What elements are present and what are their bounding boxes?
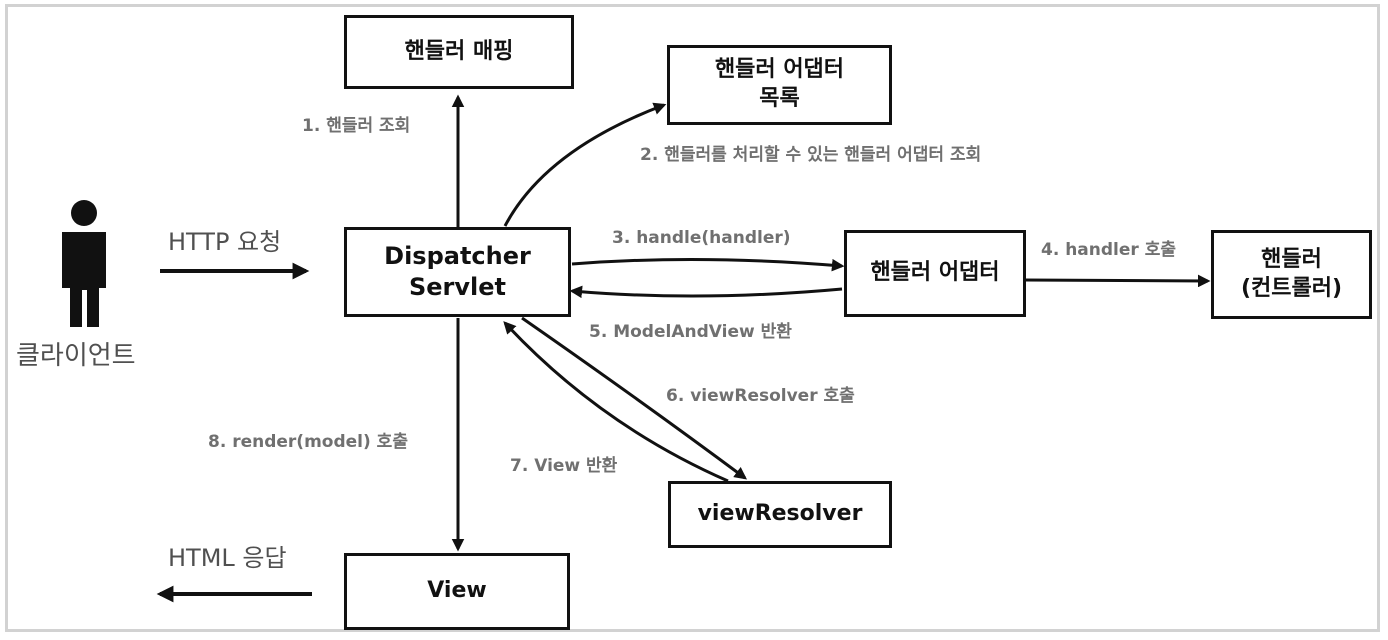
handler-adapter-box: 핸들러 어댑터 [844,230,1026,317]
arrow-step7 [503,321,729,483]
step5-label: 5. ModelAndView 반환 [589,322,792,342]
step2-label: 2. 핸들러를 처리할 수 있는 핸들러 어댑터 조회 [640,145,982,165]
view-label: View [427,578,487,604]
handler-mapping-box: 핸들러 매핑 [344,15,574,89]
step6-label: 6. viewResolver 호출 [666,386,855,406]
step4-label: 4. handler 호출 [1041,240,1176,260]
handler-label-line2: (컨트롤러) [1240,275,1343,301]
view-resolver-box: viewResolver [668,481,892,548]
dispatcher-servlet-label-line1: Dispatcher [384,241,531,270]
handler-adapter-label: 핸들러 어댑터 [870,260,1000,286]
http-request-label: HTTP 요청 [168,228,282,256]
dispatcher-servlet-box: Dispatcher Servlet [344,227,571,317]
arrow-step2 [503,102,667,227]
dispatcher-servlet-label-line2: Servlet [408,273,507,301]
arrow-step4 [1024,274,1211,288]
view-box: View [344,553,570,630]
client-label: 클라이언트 [16,341,136,371]
step1-label: 1. 핸들러 조회 [302,116,411,136]
html-response-label: HTML 응답 [168,544,287,572]
step7-label: 7. View 반환 [510,456,618,476]
handler-box: 핸들러 (컨트롤러) [1211,230,1372,319]
arrow-step3 [571,257,845,272]
handler-adapter-list-label-line1: 핸들러 어댑터 [714,57,845,83]
arrow-step5 [569,285,843,299]
step8-label: 8. render(model) 호출 [208,432,408,452]
handler-mapping-label: 핸들러 매핑 [404,38,514,64]
handler-adapter-list-label-line2: 목록 [759,86,800,111]
view-resolver-label: viewResolver [697,501,863,527]
handler-label-line1: 핸들러 [1261,246,1322,272]
handler-adapter-list-box: 핸들러 어댑터 목록 [667,45,892,125]
person-icon [62,200,106,327]
arrow-step6 [521,316,748,480]
step3-label: 3. handle(handler) [612,228,791,248]
